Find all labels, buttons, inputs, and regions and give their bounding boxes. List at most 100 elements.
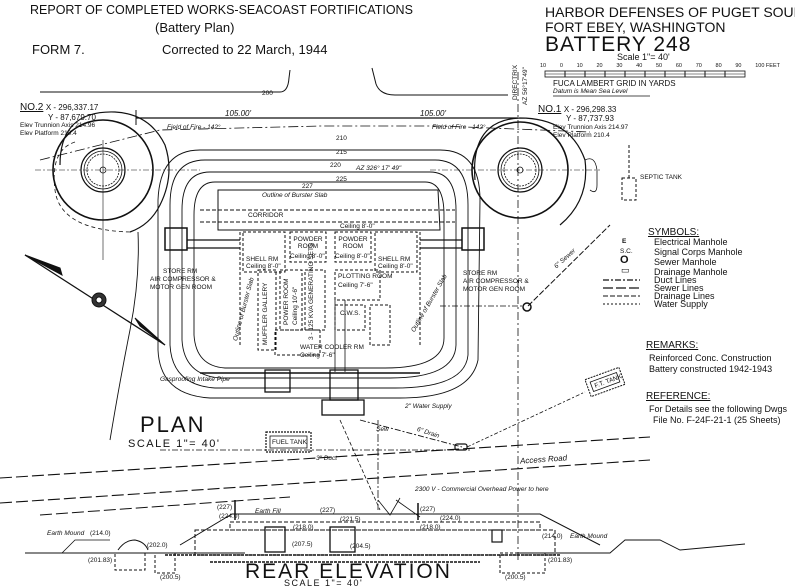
septic-tank (621, 177, 637, 201)
scale-ticks: 10 0 10 20 30 40 50 60 70 80 90 100 FEET (540, 63, 780, 69)
sewer-manhole (522, 302, 532, 312)
contour-200 (40, 67, 508, 96)
store-room-left: STORE RM (163, 268, 198, 275)
elev-label: (204.5) (350, 543, 371, 550)
access-road-edge-top (0, 436, 651, 479)
water-supply-label: 2" Water Supply (405, 403, 452, 410)
contour-225 (193, 181, 445, 369)
gun-no2-block: NO.2 X - 296,337.17 (20, 102, 98, 113)
report-subtitle: (Battery Plan) (155, 20, 235, 35)
directrix-azimuth: AZ 56°17'49" (522, 67, 529, 105)
report-title: REPORT OF COMPLETED WORKS-SEACOAST FORTI… (30, 3, 413, 17)
gun-no2-label: NO.2 (20, 102, 44, 113)
battery-name: BATTERY 248 (545, 33, 692, 56)
powder-room-right-label: POWDER ROOM (338, 236, 368, 251)
powder-room-left (289, 231, 327, 263)
legend-electrical: Electrical Manhole (654, 237, 728, 247)
earth-fill-label: Earth Fill (255, 508, 281, 515)
access-corridor-left (187, 239, 240, 249)
scale-tick: 30 (616, 63, 623, 69)
contour-label-220: 220 (330, 162, 341, 169)
title-block-line2: FORT EBEY, WASHINGTON (545, 19, 726, 35)
motor-gen-left: MOTOR GEN ROOM (150, 284, 212, 291)
scale-tick: 20 (596, 63, 603, 69)
power-note: 2300 V - Commercial Overhead Power to he… (415, 486, 549, 493)
gun-no2-trunnion: Elev Trunnion Axis 214.96 (20, 122, 96, 129)
rear-elevation-drawing (25, 500, 746, 574)
shell-room-right (374, 231, 418, 273)
shell-room-right-ceiling: Ceiling 8'-0" (378, 263, 413, 270)
scale-tick: 0 (559, 63, 563, 69)
access-corridor-right (420, 239, 462, 249)
scale-tick: 60 (675, 63, 682, 69)
powder-room-right (334, 231, 372, 263)
corridor-label: CORRIDOR (248, 212, 284, 219)
azimuth-center: AZ 326° 17' 49" (356, 165, 402, 172)
field-of-fire-line (39, 125, 591, 161)
legend-drainage-manhole: Drainage Manhole (654, 267, 728, 277)
burster-slab-label: Outline of Burster Slab (262, 192, 328, 199)
power-line (339, 419, 381, 511)
shell-room-left (242, 231, 286, 273)
motor-gen-right: MOTOR GEN ROOM (463, 286, 525, 293)
title-scale: Scale 1"= 40' (617, 52, 670, 62)
fuel-tank-left (265, 431, 312, 453)
datum-note: Datum is Mean Sea Level (553, 88, 628, 95)
legend-sewer-lines: Sewer Lines (654, 283, 704, 293)
compressor-right: AIR COMPRESSOR & (463, 278, 529, 285)
reference-line1: For Details see the following Dwgs (649, 404, 788, 414)
cws-annex (369, 304, 391, 346)
elev-label: (218.0) (293, 524, 314, 531)
shell-room-left-label: SHELL RM (246, 256, 279, 263)
elev-label: (201.83) (548, 557, 573, 564)
plotting-room (334, 269, 381, 301)
drainage-manhole-icon: ▭ (621, 265, 630, 275)
corridor-outline (200, 209, 455, 223)
contour-210 (157, 149, 481, 399)
rear-elevation-scale: SCALE 1"= 40' (284, 578, 364, 588)
scale-tick: 70 (695, 63, 702, 69)
field-of-fire-right: Field of Fire - 142° (432, 124, 486, 131)
corrected-date: Corrected to 22 March, 1944 (162, 42, 328, 57)
dimension-left: 105.00' (225, 109, 251, 118)
elev-label: (218.0) (420, 524, 441, 531)
shell-room-left-ceiling: Ceiling 8'-0" (246, 263, 281, 270)
earth-mound-right-label: Earth Mound (570, 533, 608, 540)
elev-label: (200.5) (160, 574, 181, 581)
contour-215 (169, 159, 469, 389)
generators-label: 3 - 125 KVA GENERATING SETS (308, 242, 315, 340)
legend-water-supply: Water Supply (654, 299, 708, 309)
muffler-gallery-label: MUFFLER GALLERY (262, 282, 269, 345)
gun-no1-x: X - 296,298.33 (563, 105, 617, 114)
intake-box (264, 369, 291, 393)
scale-tick: 80 (715, 63, 722, 69)
scale-tick: 40 (636, 63, 643, 69)
contour-220 (181, 171, 457, 379)
contour-210-left (109, 231, 139, 441)
gun-no2-x: X - 296,337.17 (45, 103, 99, 112)
grid-note: FUCA LAMBERT GRID IN YARDS (553, 79, 676, 88)
form-number: FORM 7. (32, 42, 85, 57)
gun-no1-y: Y - 87,737.93 (566, 114, 614, 123)
reference-line2: File No. F-24F-21-1 (25 Sheets) (653, 415, 781, 425)
sewer-short-label: Sew (376, 426, 389, 433)
scale-tick: 90 (735, 63, 742, 69)
plan-scale: SCALE 1"= 40' (128, 438, 221, 450)
sewer-line (527, 224, 611, 307)
gun-no1-platform: Elev Platform 210.4 (553, 132, 610, 139)
duct-label: 3" Duct (316, 455, 338, 462)
plan-label: PLAN (140, 412, 206, 437)
gun-no2-y: Y - 87,679.70 (48, 113, 96, 122)
entrance-apron (321, 399, 365, 416)
shell-room-right-label: SHELL RM (378, 256, 411, 263)
contour-label-227: 227 (302, 183, 313, 190)
powder-room-left-ceiling: Ceiling 8'-0" (290, 253, 325, 260)
elev-label: (214.0) (90, 530, 111, 537)
gun-no1-label: NO.1 (538, 104, 562, 115)
water-cooler-ceiling: Ceiling 7'-6" (300, 352, 335, 359)
corridor-ceiling: Ceiling 8'-0" (340, 223, 375, 230)
directrix-label: DIRECTRIX (512, 64, 519, 100)
gun-emplacement-no1 (430, 117, 600, 251)
legend-duct-lines: Duct Lines (654, 275, 697, 285)
